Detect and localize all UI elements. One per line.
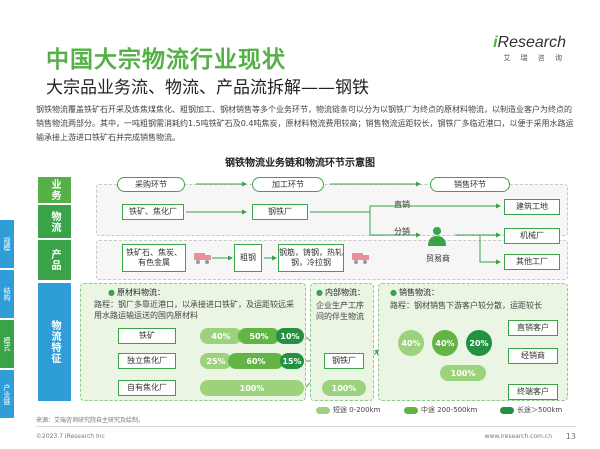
raw-coking-short-segment: 25%	[200, 353, 232, 369]
legend-mid-label: 中途 200-500km	[421, 406, 478, 414]
internal-logistics-desc: 企业生产工序间的伴生物流	[316, 301, 364, 321]
node-machinery-factory: 机械厂	[504, 228, 560, 244]
sales-logistics-desc: 路程：钢材销售下游客户较分散，运距较长	[390, 301, 542, 310]
legend-long-label: 长途＞500km	[517, 406, 563, 414]
legend-short: 短途 0-200km	[316, 405, 380, 415]
legend-mid: 中途 200-500km	[404, 405, 477, 415]
page-title: 中国大宗物流行业现状	[46, 47, 286, 73]
product-raw-materials: 铁矿石、焦炭、有色金属	[122, 244, 186, 272]
stage-sales: 销售环节	[430, 177, 510, 192]
node-ore-coke: 铁矿、焦化厂	[122, 204, 184, 220]
logo-name: Research	[497, 34, 566, 51]
sales-mid-circle: 40%	[432, 330, 458, 356]
sidenav-item-structure[interactable]: 结构	[0, 270, 14, 318]
raw-ore-short-segment: 40%	[200, 328, 242, 344]
trader-person-icon	[426, 226, 448, 246]
raw-logistics-title: 原材料物流：	[108, 287, 165, 298]
row-label-business: 业务	[38, 177, 71, 203]
website[interactable]: www.iresearch.com.cn	[484, 433, 552, 440]
raw-row-label-independent-coking: 独立焦化厂	[118, 353, 176, 369]
node-steel-plant: 钢铁厂	[252, 204, 308, 220]
label-distribution: 分销	[394, 227, 410, 236]
logo-subtitle: 艾 瑞 咨 询	[503, 54, 566, 62]
raw-coking-long-segment: 15%	[280, 353, 304, 369]
row-label-product: 产品	[38, 240, 71, 280]
legend-long: 长途＞500km	[500, 405, 562, 415]
stage-procurement: 采购环节	[117, 177, 185, 192]
internal-node-steel-plant: 钢铁厂	[324, 353, 364, 369]
sales-logistics-title: 销售物流：	[390, 287, 439, 298]
source-note: 来源：艾瑞咨询研究院自主研究及绘制。	[36, 417, 145, 424]
sales-end-customer: 终端客户	[508, 384, 558, 400]
sales-long-circle: 20%	[466, 330, 492, 356]
footer-divider	[36, 426, 576, 427]
truck-icon	[194, 250, 212, 264]
sales-distributor: 经销商	[508, 348, 558, 364]
page-number: 13	[565, 432, 576, 441]
raw-row-label-own-coking: 自有焦化厂	[118, 380, 176, 396]
node-construction-site: 建筑工地	[504, 199, 560, 215]
sidenav-item-scale[interactable]: 规模	[0, 220, 14, 268]
label-trader: 贸易商	[426, 254, 450, 263]
internal-short-segment: 100%	[322, 380, 366, 396]
raw-coking-mid-segment: 60%	[228, 353, 284, 369]
legend-short-label: 短途 0-200km	[333, 406, 381, 414]
sidenav-item-industry-chain[interactable]: 产业链	[0, 370, 14, 418]
node-other-factory: 其他工厂	[504, 254, 560, 270]
product-crude-steel: 粗钢	[234, 244, 262, 272]
raw-logistics-desc: 路程：钢厂多靠近港口，以承接进口铁矿，及运距较远采用水路运输运送的国内原材料	[94, 300, 294, 320]
intro-paragraph: 钢铁物流覆盖铁矿石开采及炼焦煤焦化、粗钢加工、钢材销售等多个业务环节，物流链条可…	[36, 105, 574, 142]
stage-processing: 加工环节	[252, 177, 324, 192]
label-direct-sale: 直销	[394, 200, 410, 209]
sales-distributor-short-segment: 100%	[440, 365, 486, 381]
iresearch-logo: iResearch 艾 瑞 咨 询	[490, 34, 566, 63]
internal-logistics-title: 内部物流：	[316, 287, 365, 298]
legend-long-swatch	[500, 406, 514, 414]
copyright: ©2023.7 iResearch Inc	[36, 433, 105, 440]
sales-direct-customer: 直销客户	[508, 320, 558, 336]
sidenav-item-mode[interactable]: 模式	[0, 320, 14, 368]
legend-mid-swatch	[404, 406, 418, 414]
sales-short-circle: 40%	[398, 330, 424, 356]
diagram-title: 钢铁物流业务链和物流环节示意图	[225, 158, 375, 169]
raw-own-coking-short-segment: 100%	[200, 380, 304, 396]
row-label-logistics: 物流	[38, 205, 71, 238]
raw-row-label-ore: 铁矿	[118, 328, 176, 344]
page-subtitle: 大宗品业务流、物流、产品流拆解——钢铁	[46, 78, 369, 98]
product-finished-steel: 钢筋，铸钢，热轧钢，冷拉钢	[278, 244, 344, 272]
logo-prefix: i	[493, 34, 498, 51]
raw-ore-mid-segment: 50%	[238, 328, 280, 344]
truck-icon	[352, 250, 370, 264]
raw-ore-long-segment: 10%	[276, 328, 304, 344]
row-label-features: 物流特征	[38, 283, 71, 401]
legend-short-swatch	[316, 406, 330, 414]
